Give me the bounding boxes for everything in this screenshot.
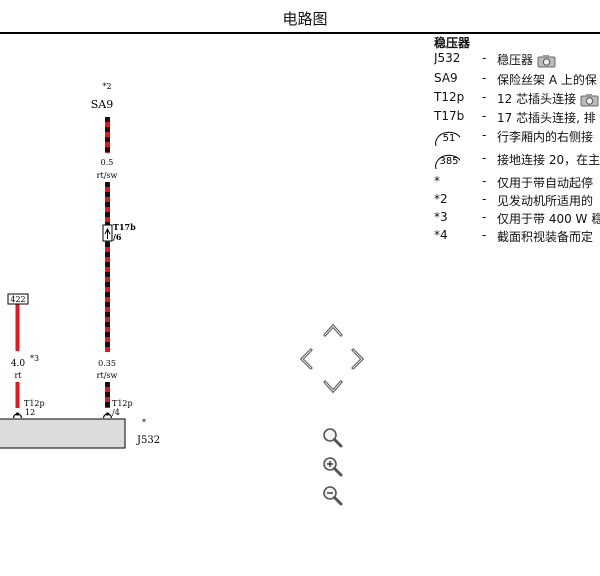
- legend-desc: 12 芯插头连接: [497, 90, 600, 107]
- legend-dash: -: [482, 51, 487, 65]
- connector-t12p-a-label: T12p: [24, 399, 45, 408]
- legend-desc: 稳压器: [497, 51, 557, 68]
- legend-desc: 截面积视装备而定: [497, 228, 593, 245]
- ground-point-icon: 385: [435, 154, 460, 170]
- legend-desc-text: 12 芯插头连接: [497, 92, 577, 106]
- legend-desc-text: 保险丝架 A 上的保: [497, 73, 597, 87]
- legend-title: 稳压器: [434, 36, 471, 50]
- legend-desc-text: 17 芯插头连接, 排: [497, 111, 596, 125]
- legend-desc-text: 稳压器: [497, 53, 534, 67]
- camera-icon[interactable]: [580, 93, 600, 107]
- legend-desc-text: 行李厢内的右侧接: [497, 130, 594, 144]
- pan-up-icon[interactable]: [323, 322, 343, 338]
- wire-2-upper-size: 0.5: [101, 158, 114, 167]
- legend-code: *2: [434, 192, 448, 206]
- zoom-out-icon[interactable]: [321, 485, 345, 507]
- legend-desc: 17 芯插头连接, 排: [497, 109, 596, 126]
- legend-desc-text: 仅用于带自动起停: [497, 176, 594, 190]
- legend-dash: -: [482, 109, 487, 123]
- legend-dash: -: [482, 192, 487, 206]
- connector-t17b-label: T17b: [113, 222, 136, 232]
- connector-t12p-b-label: T12p: [112, 399, 133, 408]
- camera-icon[interactable]: [537, 54, 557, 68]
- legend-dash: -: [482, 210, 487, 224]
- connector-t12p-b-pin: /4: [112, 408, 120, 417]
- title-divider: [0, 32, 600, 34]
- wire-1-size: 4.0: [11, 359, 26, 369]
- page-title: 电路图: [282, 10, 328, 28]
- legend-desc-text: 截面积视装备而定: [497, 230, 594, 244]
- terminal-422-label: 422: [10, 295, 25, 304]
- legend-desc: 见发动机所适用的: [497, 192, 593, 209]
- legend-code: *3: [434, 210, 448, 224]
- legend-dash: -: [482, 71, 487, 85]
- zoom-in-icon[interactable]: [321, 456, 345, 478]
- legend-dash: -: [482, 151, 487, 165]
- wire-1-lower: [15, 382, 20, 408]
- legend-code: SA9: [434, 71, 458, 85]
- legend-dash: -: [482, 174, 487, 188]
- component-j532-label: J532: [136, 435, 160, 446]
- legend-desc: 仅用于带自动起停: [497, 174, 593, 191]
- legend-desc: 行李厢内的右侧接: [497, 128, 593, 145]
- legend-code: T12p: [434, 90, 465, 104]
- legend-code: T17b: [434, 109, 465, 123]
- legend-desc-text: 接地连接 20，在主: [497, 153, 600, 167]
- wire-2-upper-color: rt/sw: [97, 171, 118, 180]
- connector-t12p-a-pin: 12: [25, 408, 35, 417]
- wire-2-lower-color: rt/sw: [97, 371, 118, 380]
- legend-dash: -: [482, 228, 487, 242]
- zoom-reset-icon[interactable]: [321, 427, 345, 449]
- wire-2-lower-size: 0.35: [98, 359, 116, 368]
- legend-code: J532: [434, 51, 461, 65]
- pan-down-icon[interactable]: [323, 379, 343, 395]
- wire-1-note: *3: [30, 354, 39, 363]
- legend-desc-text: 仅用于带 400 W 稳: [497, 212, 600, 226]
- legend-desc: 保险丝架 A 上的保: [497, 71, 597, 88]
- connector-t17b-pin: /6: [113, 232, 122, 242]
- component-j532-box: [0, 418, 126, 449]
- wire-1-color: rt: [14, 371, 22, 380]
- legend-code: *4: [434, 228, 448, 242]
- fuse-sa9-label: SA9: [91, 98, 113, 111]
- ground-point-icon: 51: [435, 131, 460, 147]
- connector-t12p-pin-12-dot: [15, 412, 20, 416]
- pan-left-icon[interactable]: [298, 348, 314, 370]
- wire-1-upper: [15, 303, 20, 351]
- pan-right-icon[interactable]: [350, 348, 366, 370]
- legend-dash: -: [482, 90, 487, 104]
- component-j532-note: *: [142, 418, 146, 427]
- terminal-box-422: [7, 293, 29, 305]
- legend-dash: -: [482, 128, 487, 142]
- connector-t12p-pin-4-dot: [105, 412, 110, 416]
- legend-desc: 仅用于带 400 W 稳: [497, 210, 600, 227]
- legend-desc-text: 见发动机所适用的: [497, 194, 594, 208]
- svg-text:51: 51: [443, 133, 456, 144]
- legend-code: *: [434, 174, 440, 188]
- sa9-note: *2: [102, 82, 111, 91]
- legend-desc: 接地连接 20，在主: [497, 151, 600, 168]
- svg-text:385: 385: [439, 156, 458, 167]
